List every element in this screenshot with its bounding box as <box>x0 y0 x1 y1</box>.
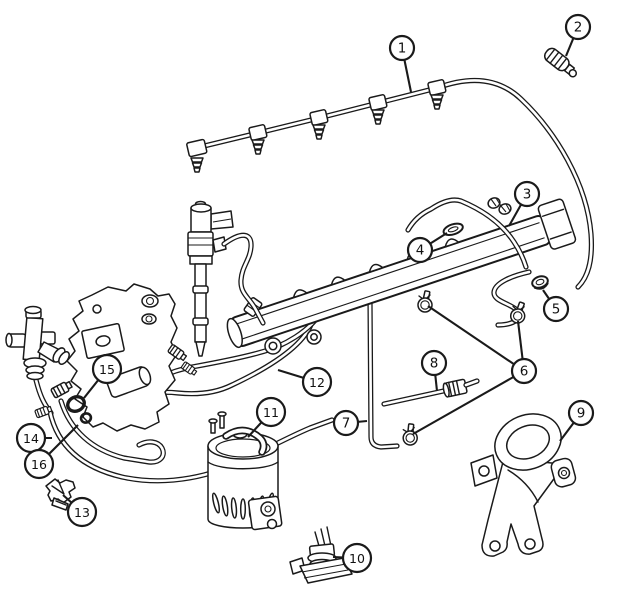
callout-circle <box>388 34 416 62</box>
fuel-valve-fitting <box>5 305 70 381</box>
leader-line <box>412 370 525 435</box>
fuel-filter <box>207 411 283 531</box>
callout-circle <box>23 448 55 480</box>
callout-13: 13 <box>62 494 98 528</box>
callout-16: 16 <box>23 424 79 480</box>
callout-number: 4 <box>416 243 425 259</box>
callout-number: 9 <box>577 406 586 422</box>
bracket-ring <box>494 413 562 471</box>
pressure-sensor <box>289 526 353 584</box>
filter-bolts <box>208 411 227 434</box>
callout-circle <box>567 399 595 427</box>
callout-circle <box>510 357 538 385</box>
ribbed-plug <box>543 47 578 78</box>
callout-10: 10 <box>332 542 373 574</box>
fuel-injector <box>187 200 263 357</box>
callout-3: 3 <box>508 180 541 227</box>
callout-12: 12 <box>277 366 333 398</box>
fuel-rail <box>226 198 577 349</box>
callout-6: 6 <box>412 305 538 435</box>
callout-circle <box>341 542 373 574</box>
callout-15: 15 <box>83 353 123 399</box>
callout-number: 3 <box>523 187 532 203</box>
callout-number: 10 <box>349 551 365 566</box>
callout-circle <box>66 496 98 528</box>
callout-number: 15 <box>99 362 115 377</box>
callout-5: 5 <box>542 289 570 323</box>
callout-11: 11 <box>247 396 287 438</box>
callout-circle <box>513 180 541 208</box>
callout-number: 8 <box>430 356 439 372</box>
pump-snout <box>106 366 152 398</box>
o-ring <box>66 395 86 413</box>
callout-circle <box>542 295 570 323</box>
callout-7: 7 <box>332 409 368 437</box>
callout-circle <box>255 396 287 428</box>
callout-number: 14 <box>23 431 39 446</box>
leader-line <box>427 305 525 372</box>
callout-number: 12 <box>309 375 325 390</box>
callout-circle <box>564 13 592 41</box>
callout-8: 8 <box>420 349 448 392</box>
callout-number: 16 <box>31 457 47 472</box>
callout-1: 1 <box>388 34 416 93</box>
callout-circle <box>332 409 360 437</box>
callout-circle <box>91 353 123 385</box>
callout-number: 11 <box>263 405 279 420</box>
seal-ring <box>79 412 93 424</box>
callout-circle <box>406 236 434 264</box>
mount-bracket <box>470 413 577 557</box>
callout-9: 9 <box>559 399 595 442</box>
callout-number: 13 <box>74 505 90 520</box>
callout-circle <box>301 366 333 398</box>
callout-number: 6 <box>520 364 529 380</box>
rail-seal <box>442 222 464 237</box>
knurled-fitting <box>487 197 512 215</box>
injection-pump-block <box>66 283 178 432</box>
pipe-union-fitting <box>442 378 468 398</box>
callout-14: 14 <box>15 422 52 454</box>
callout-number: 1 <box>398 41 407 57</box>
pump-face <box>81 322 125 360</box>
callout-4: 4 <box>406 232 448 264</box>
callout-number: 2 <box>574 20 583 36</box>
fuel-supply-pipes <box>112 300 477 447</box>
rail-ports <box>264 329 322 355</box>
callout-2: 2 <box>564 13 592 57</box>
retaining-clip <box>45 478 76 511</box>
callout-circle <box>420 349 448 377</box>
callout-number: 7 <box>342 416 351 432</box>
cap-nut <box>531 275 549 290</box>
fuel-return-line <box>186 79 591 287</box>
callout-number: 5 <box>552 302 561 318</box>
